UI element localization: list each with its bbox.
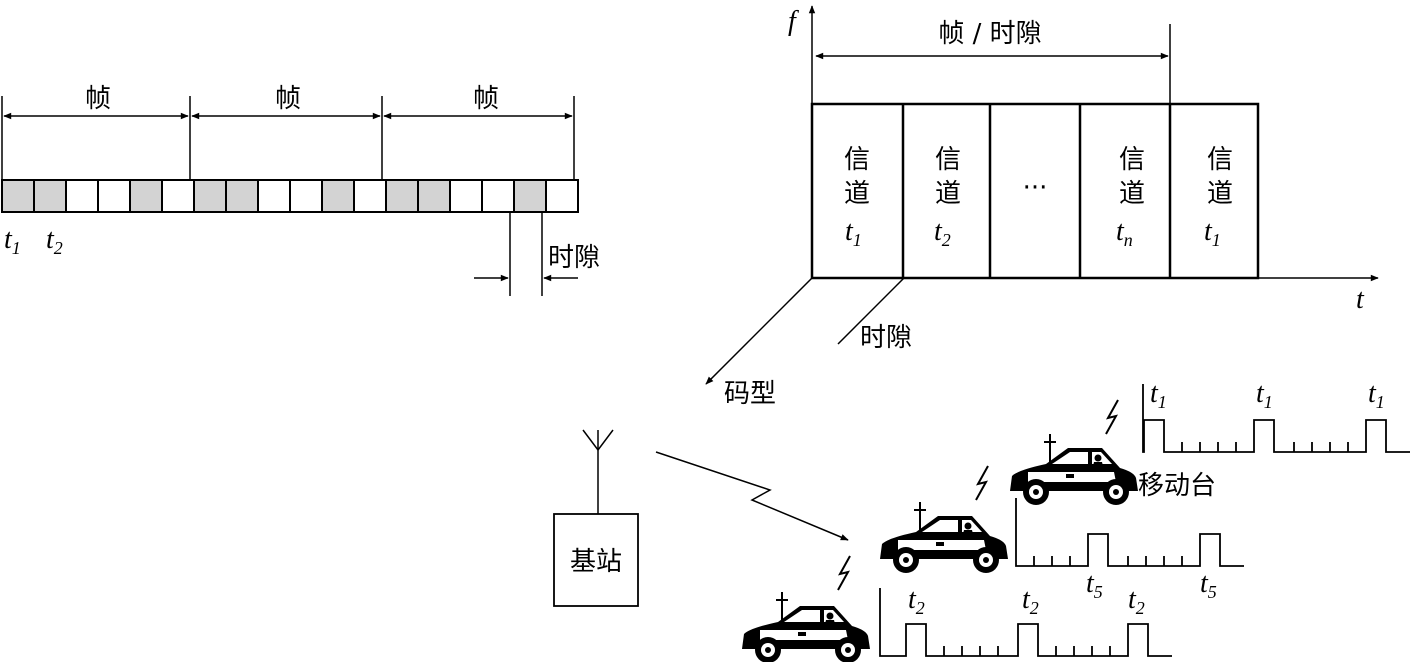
svg-text:t1: t1 bbox=[845, 216, 862, 250]
slot-label-t1: t1 bbox=[4, 224, 21, 258]
base-station-label: 基站 bbox=[570, 547, 622, 577]
svg-text:t2: t2 bbox=[1022, 584, 1039, 618]
timeslot-empty bbox=[289, 179, 323, 213]
channel-axes: f t 码型 时隙 帧 / 时隙 信 道 t1 信 道 t2 ··· bbox=[705, 5, 1379, 409]
t-axis-label: t bbox=[1356, 284, 1365, 315]
channel-t2: 信 道 t2 bbox=[934, 145, 961, 250]
svg-text:tn: tn bbox=[1116, 216, 1133, 250]
code-axis-label: 码型 bbox=[724, 379, 776, 409]
tdma-frame-strip: 帧 帧 帧 t1 t2 时隙 bbox=[1, 84, 600, 296]
slot-label-t2: t2 bbox=[46, 224, 63, 258]
timeslot-shaded bbox=[1, 179, 35, 213]
svg-text:t5: t5 bbox=[1200, 568, 1217, 602]
timeslot-shaded bbox=[417, 179, 451, 213]
timeslot-shaded bbox=[385, 179, 419, 213]
car-icon bbox=[1009, 433, 1139, 506]
svg-text:道: 道 bbox=[844, 179, 870, 209]
svg-text:道: 道 bbox=[1119, 179, 1145, 209]
timeslot-depth-line bbox=[837, 277, 905, 345]
timeslot-axis-label: 时隙 bbox=[860, 323, 912, 353]
frame-label: 帧 bbox=[473, 84, 499, 114]
frame-slot-label: 帧 / 时隙 bbox=[938, 19, 1041, 49]
svg-text:信: 信 bbox=[844, 145, 870, 175]
svg-text:t1: t1 bbox=[1256, 378, 1273, 412]
timeslot-empty bbox=[65, 179, 99, 213]
timeslot-label: 时隙 bbox=[548, 243, 600, 273]
lightning-icon bbox=[975, 465, 989, 501]
svg-text:t2: t2 bbox=[908, 584, 925, 618]
svg-text:t2: t2 bbox=[1128, 584, 1145, 618]
svg-text:道: 道 bbox=[935, 179, 961, 209]
timeslot-empty bbox=[353, 179, 387, 213]
timeslot-row bbox=[1, 179, 579, 213]
svg-text:t1: t1 bbox=[1368, 378, 1385, 412]
timeslot-empty bbox=[449, 179, 483, 213]
channel-tn: 信 道 tn bbox=[1116, 145, 1145, 250]
channel-ellipsis: ··· bbox=[1023, 173, 1048, 203]
svg-text:道: 道 bbox=[1207, 179, 1233, 209]
frame-label: 帧 bbox=[275, 84, 301, 114]
frame-label: 帧 bbox=[85, 84, 111, 114]
f-axis-label: f bbox=[788, 6, 799, 37]
channel-frame bbox=[810, 102, 1260, 280]
svg-text:信: 信 bbox=[1119, 145, 1145, 175]
timeslot-shaded bbox=[193, 179, 227, 213]
code-axis bbox=[705, 277, 813, 385]
svg-text:t1: t1 bbox=[1204, 216, 1221, 250]
timeslot-empty bbox=[97, 179, 131, 213]
network-scene: 基站 移动台 t1 t1 t1 t5 t5 t2 t2 t2 bbox=[553, 378, 1410, 662]
lightning-icon bbox=[837, 555, 851, 591]
svg-text:信: 信 bbox=[935, 145, 961, 175]
lightning-icon bbox=[1105, 399, 1119, 435]
antenna-icon bbox=[582, 429, 614, 514]
timeslot-empty bbox=[481, 179, 515, 213]
timeslot-empty bbox=[161, 179, 195, 213]
channel-t1-repeat: 信 道 t1 bbox=[1204, 145, 1233, 250]
timeslot-empty bbox=[257, 179, 291, 213]
svg-text:t5: t5 bbox=[1086, 568, 1103, 602]
timeslot-shaded bbox=[321, 179, 355, 213]
svg-text:信: 信 bbox=[1207, 145, 1233, 175]
base-station-box bbox=[553, 513, 639, 607]
timeslot-empty bbox=[545, 179, 579, 213]
svg-text:t1: t1 bbox=[1150, 378, 1167, 412]
timeslot-shaded bbox=[225, 179, 259, 213]
car-icon bbox=[879, 501, 1009, 574]
radio-link-icon bbox=[655, 451, 849, 541]
pulse-train-t5: t5 t5 bbox=[1015, 498, 1244, 602]
timeslot-shaded bbox=[513, 179, 547, 213]
pulse-train-t1: t1 t1 t1 bbox=[1142, 378, 1410, 453]
timeslot-shaded bbox=[129, 179, 163, 213]
mobile-station-label: 移动台 bbox=[1138, 471, 1216, 501]
channel-blocks: 信 道 t1 信 道 t2 ··· 信 道 tn 信 道 t1 bbox=[810, 102, 1260, 280]
svg-text:t2: t2 bbox=[934, 216, 951, 250]
car-icon bbox=[741, 591, 871, 662]
pulse-train-t2: t2 t2 t2 bbox=[879, 584, 1172, 657]
channel-t1: 信 道 t1 bbox=[844, 145, 870, 250]
timeslot-shaded bbox=[33, 179, 67, 213]
